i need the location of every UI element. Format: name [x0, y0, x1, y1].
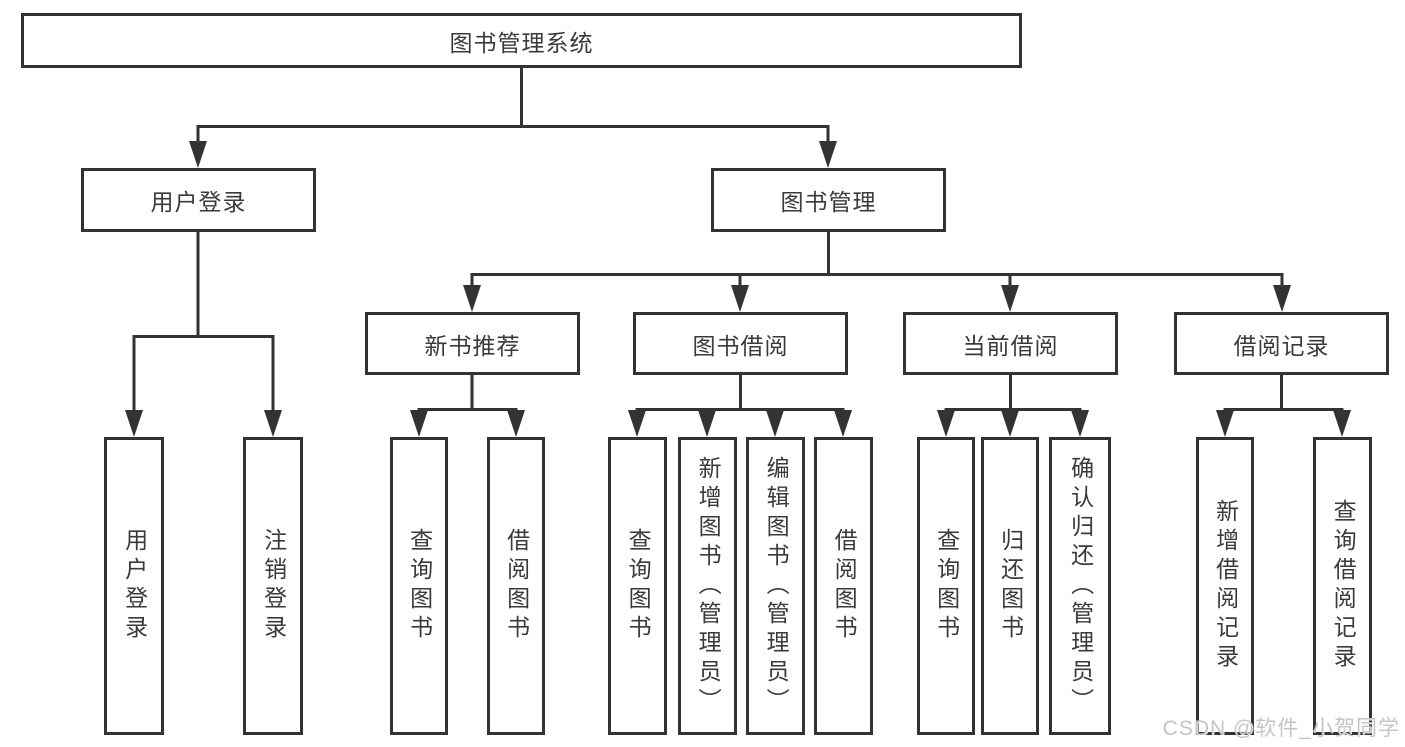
leaf-return-book: 归还图书: [981, 437, 1039, 735]
arrow-down-icon: [410, 410, 428, 437]
arrow-down-icon: [628, 410, 646, 437]
leaf-query-books: 查询图书: [390, 437, 448, 735]
arrow-down-icon: [698, 410, 716, 437]
node-library-management-system: 图书管理系统: [21, 13, 1022, 68]
leaf-label: 归还图书: [997, 528, 1024, 644]
leaf-label: 查询借阅记录: [1330, 499, 1357, 673]
leaf-label: 借阅图书: [503, 528, 530, 644]
leaf-borrow-books: 借阅图书: [814, 437, 873, 735]
node-label: 借阅记录: [1233, 332, 1330, 359]
leaf-label: 借阅图书: [831, 528, 858, 644]
node-label: 图书管理: [780, 189, 877, 215]
arrow-down-icon: [1216, 410, 1234, 437]
arrow-down-icon: [1273, 285, 1291, 312]
arrow-down-icon: [834, 410, 852, 437]
connector-borrow-branch: [635, 375, 845, 412]
leaf-borrow-books: 借阅图书: [487, 437, 545, 735]
arrow-down-icon: [189, 141, 207, 168]
leaf-user-login: 用户登录: [104, 437, 164, 735]
leaf-label: 查询图书: [933, 528, 960, 644]
arrow-down-icon: [1001, 410, 1019, 437]
arrow-down-icon: [1071, 410, 1089, 437]
arrow-down-icon: [937, 410, 955, 437]
leaf-query-books: 查询图书: [917, 437, 975, 735]
node-label: 图书管理系统: [449, 29, 594, 56]
leaf-add-borrow-record: 新增借阅记录: [1196, 437, 1254, 735]
arrow-down-icon: [819, 141, 837, 168]
leaf-label: 确认归还（管理员）: [1067, 455, 1094, 717]
leaf-label: 新增图书（管理员）: [695, 455, 722, 717]
arrow-down-icon: [731, 285, 749, 312]
leaf-label: 查询图书: [625, 528, 652, 644]
leaf-label: 注销登录: [260, 528, 287, 644]
leaf-query-borrow-record: 查询借阅记录: [1313, 437, 1372, 735]
leaf-label: 用户登录: [121, 528, 148, 644]
leaf-logout: 注销登录: [243, 437, 303, 735]
leaf-label: 查询图书: [406, 528, 433, 644]
node-label: 新书推荐: [424, 332, 521, 359]
csdn-watermark: CSDN @软件_小贺同学: [1162, 717, 1400, 740]
arrow-down-icon: [766, 410, 784, 437]
node-new-book-recommendation: 新书推荐: [365, 312, 580, 375]
arrow-down-icon: [1333, 410, 1351, 437]
node-current-borrowing: 当前借阅: [903, 312, 1118, 375]
leaf-edit-book-admin: 编辑图书（管理员）: [746, 437, 805, 735]
connector-root-branch: [196, 68, 830, 143]
arrow-down-icon: [264, 410, 282, 437]
leaf-add-book-admin: 新增图书（管理员）: [678, 437, 737, 735]
node-label: 图书借阅: [692, 332, 789, 359]
leaf-label: 编辑图书（管理员）: [763, 455, 790, 717]
leaf-confirm-return-admin: 确认归还（管理员）: [1049, 437, 1111, 735]
node-book-borrowing: 图书借阅: [633, 312, 848, 375]
node-book-management-module: 图书管理: [711, 168, 946, 232]
arrow-down-icon: [125, 410, 143, 437]
leaf-query-books: 查询图书: [608, 437, 667, 735]
connector-current-branch: [944, 375, 1082, 412]
arrow-down-icon: [507, 410, 525, 437]
connector-login-branch: [132, 232, 275, 412]
leaf-label: 新增借阅记录: [1212, 499, 1239, 673]
arrow-down-icon: [463, 285, 481, 312]
node-label: 用户登录: [150, 189, 247, 215]
connector-records-branch: [1223, 375, 1344, 412]
connector-management-branch: [470, 232, 1284, 287]
arrow-down-icon: [1001, 285, 1019, 312]
arrowheads: [125, 141, 1351, 437]
node-user-login-module: 用户登录: [81, 168, 316, 232]
connector-newbook-branch: [417, 375, 518, 412]
node-borrowing-records: 借阅记录: [1174, 312, 1389, 375]
node-label: 当前借阅: [962, 332, 1059, 359]
